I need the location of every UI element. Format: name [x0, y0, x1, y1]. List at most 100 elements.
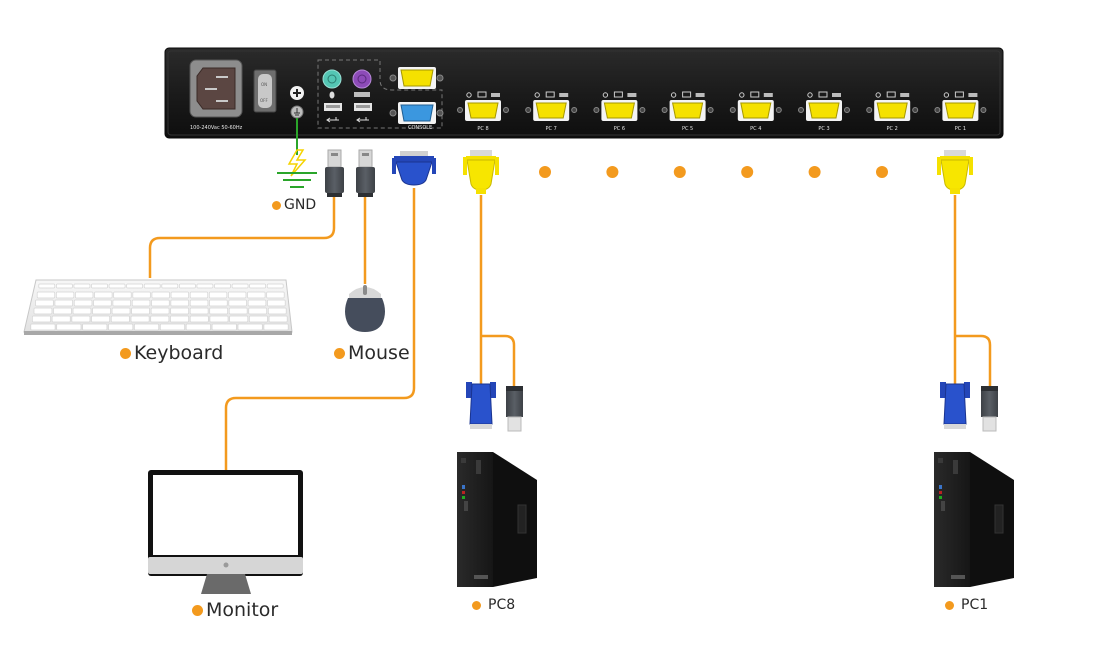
keyboard-label: Keyboard — [120, 342, 223, 364]
pc-port-pc1: PC 1 — [934, 91, 987, 132]
bullet-dot — [272, 200, 281, 210]
connection-dot — [606, 166, 619, 178]
power-inlet-icon — [189, 59, 243, 118]
keyboard-key — [237, 323, 263, 331]
ground-screw-icon — [290, 86, 304, 119]
keyboard-icon — [23, 279, 293, 335]
keyboard-key — [82, 323, 108, 331]
keyboard-key — [55, 291, 75, 299]
connection-dot — [673, 166, 686, 178]
keyboard-key — [161, 283, 179, 289]
keyboard-key — [268, 315, 288, 323]
bullet-dot — [334, 347, 345, 359]
pc1-usb-plug-icon — [981, 386, 998, 432]
connection-dots — [539, 166, 888, 178]
keyboard-key — [159, 323, 185, 331]
keyboard-key — [209, 315, 229, 323]
keyboard-key — [93, 299, 112, 307]
vga-port-icon — [740, 102, 772, 119]
pc-port-label: PC 1 — [955, 126, 966, 132]
keyboard-key — [94, 291, 113, 299]
console-group-outline — [317, 59, 443, 129]
pc8-usb-plug-icon — [506, 386, 523, 432]
monitor-label: Monitor — [192, 599, 278, 621]
pc1-label: PC1 — [945, 597, 988, 613]
keyboard-key — [75, 291, 94, 299]
pc1-label-text: PC1 — [961, 597, 989, 613]
keyboard-key — [130, 315, 150, 323]
keyboard-key — [71, 315, 91, 323]
monitor-small-icon — [545, 91, 555, 98]
pc-port-label: PC 6 — [614, 126, 625, 132]
keyboard-small-icon — [763, 93, 773, 97]
mouse-small-icon — [875, 92, 881, 98]
keyboard-key — [170, 307, 189, 315]
keyboard-key — [211, 323, 237, 331]
keyboard-key — [228, 307, 248, 315]
pc-port-label: PC 3 — [818, 126, 829, 132]
keyboard-key — [249, 315, 268, 323]
keyboard-key — [189, 291, 209, 299]
keyboard-key — [263, 323, 289, 331]
keyboard-key — [33, 307, 53, 315]
monitor-icon — [148, 470, 303, 594]
keyboard-key — [151, 291, 170, 299]
keyboard-key — [267, 307, 287, 315]
monitor-label-text: Monitor — [206, 599, 279, 621]
usb-plug-keyboard-icon — [325, 149, 344, 197]
pc8-label-text: PC8 — [488, 597, 516, 613]
keyboard-key — [92, 307, 111, 315]
power-rating: 100-240Vac 50-60Hz — [190, 125, 243, 131]
connection-dot — [539, 166, 551, 178]
keyboard-key — [189, 307, 209, 315]
keyboard-key — [170, 315, 189, 323]
ps2-mouse-port-icon — [322, 69, 342, 99]
pc-port-pc4: PC 4 — [729, 91, 782, 132]
keyboard-key — [73, 283, 91, 289]
mouse-small-icon — [466, 92, 472, 98]
usb-port-icon — [354, 103, 372, 123]
keyboard-key — [108, 323, 134, 331]
vga-plug-pc1-icon — [937, 150, 973, 194]
pc-port-pc7: PC 7 — [525, 91, 578, 132]
keyboard-key — [73, 299, 93, 307]
keyboard-key — [231, 283, 249, 289]
console-vga-out-port-icon — [389, 67, 444, 89]
vga-port-icon — [603, 102, 636, 119]
mouse-small-icon — [943, 92, 950, 98]
keyboard-key — [151, 299, 170, 307]
monitor-small-icon — [477, 91, 487, 98]
keyboard-key — [110, 315, 130, 323]
pc8-tower-icon — [457, 452, 537, 587]
keyboard-key — [56, 283, 73, 289]
power-switch[interactable]: ON OFF — [253, 69, 277, 113]
vga-port-icon — [535, 102, 567, 119]
vga-plug-pc8-icon — [463, 150, 499, 194]
monitor-small-icon — [954, 91, 964, 98]
monitor-small-icon — [886, 91, 896, 98]
keyboard-key — [143, 283, 161, 289]
keyboard-key — [247, 299, 267, 307]
monitor-small-icon — [613, 91, 623, 98]
keyboard-key — [111, 307, 131, 315]
pc-port-pc6: PC 6 — [593, 91, 646, 132]
keyboard-key — [35, 299, 54, 307]
pc1-vga-plug-icon — [940, 382, 970, 429]
bullet-dot — [192, 604, 203, 616]
keyboard-key — [266, 291, 285, 299]
keyboard-key — [247, 291, 266, 299]
keyboard-small-icon — [968, 93, 978, 97]
console-vga-in-port-icon — [389, 102, 444, 124]
keyboard-key — [196, 283, 214, 289]
keyboard-key — [209, 299, 228, 307]
gnd-label-text: GND — [284, 197, 317, 213]
monitor-small-icon — [818, 91, 828, 98]
keyboard-key — [185, 323, 211, 331]
pc-port-label: PC 2 — [887, 126, 898, 132]
mouse-small-icon — [739, 92, 745, 98]
bullet-dot — [120, 347, 131, 359]
keyboard-key — [170, 299, 189, 307]
lightning-icon — [287, 149, 307, 177]
keyboard-key — [266, 283, 284, 289]
